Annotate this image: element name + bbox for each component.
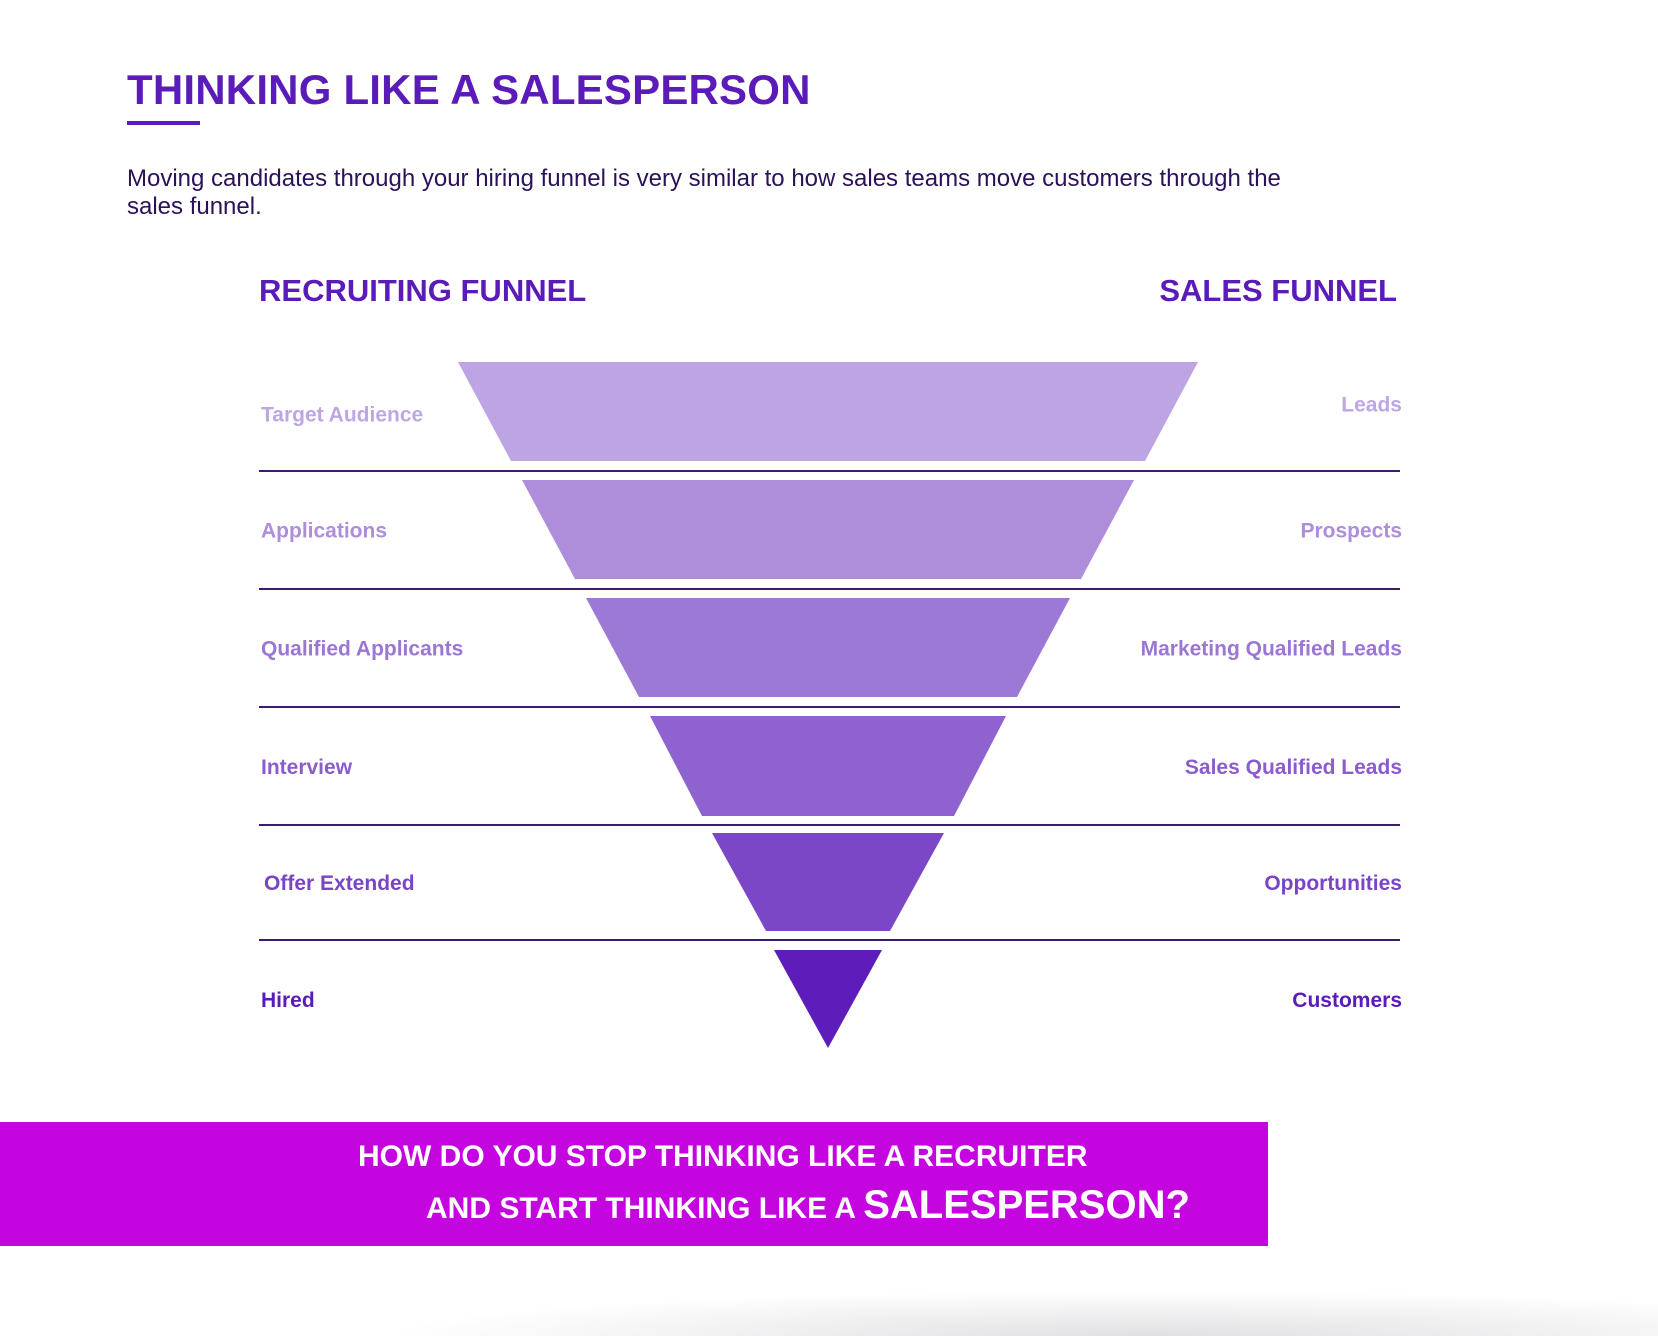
funnel-segment-4 <box>650 716 1006 816</box>
recruiting-funnel-heading: RECRUITING FUNNEL <box>259 273 587 308</box>
funnel-segment-5 <box>712 833 944 931</box>
sales-stage-label: Marketing Qualified Leads <box>1141 638 1402 661</box>
page-title: THINKING LIKE A SALESPERSON <box>127 66 811 113</box>
cta-banner <box>0 1122 1268 1246</box>
recruiting-stage-label: Interview <box>261 756 353 779</box>
recruiting-stage-label: Hired <box>261 989 315 1012</box>
funnel-segment-6 <box>774 950 882 1048</box>
sales-stage-label: Prospects <box>1300 520 1402 543</box>
sales-stage-label: Leads <box>1341 394 1402 417</box>
sales-stage-label: Customers <box>1292 989 1402 1012</box>
sales-stage-label: Sales Qualified Leads <box>1185 756 1402 779</box>
sales-funnel-heading: SALES FUNNEL <box>1159 273 1397 308</box>
intro-text: Moving candidates through your hiring fu… <box>127 165 1281 220</box>
recruiting-stage-label: Applications <box>261 520 387 543</box>
banner-line-2: AND START THINKING LIKE A SALESPERSON? <box>426 1183 1190 1228</box>
banner-line-1: HOW DO YOU STOP THINKING LIKE A RECRUITE… <box>358 1140 1088 1173</box>
bottom-shadow <box>380 1290 1658 1336</box>
recruiting-stage-label: Offer Extended <box>264 872 415 895</box>
funnel-segment-3 <box>586 598 1070 697</box>
funnel-segment-1 <box>458 362 1198 461</box>
banner-line-2-prefix: AND START THINKING LIKE A <box>426 1192 864 1225</box>
title-underline <box>127 121 200 125</box>
banner-emphasis: SALESPERSON? <box>863 1183 1190 1227</box>
funnel-segment-2 <box>522 480 1134 579</box>
sales-stage-label: Opportunities <box>1264 872 1402 895</box>
recruiting-stage-label: Qualified Applicants <box>261 638 463 661</box>
recruiting-stage-label: Target Audience <box>261 404 423 427</box>
